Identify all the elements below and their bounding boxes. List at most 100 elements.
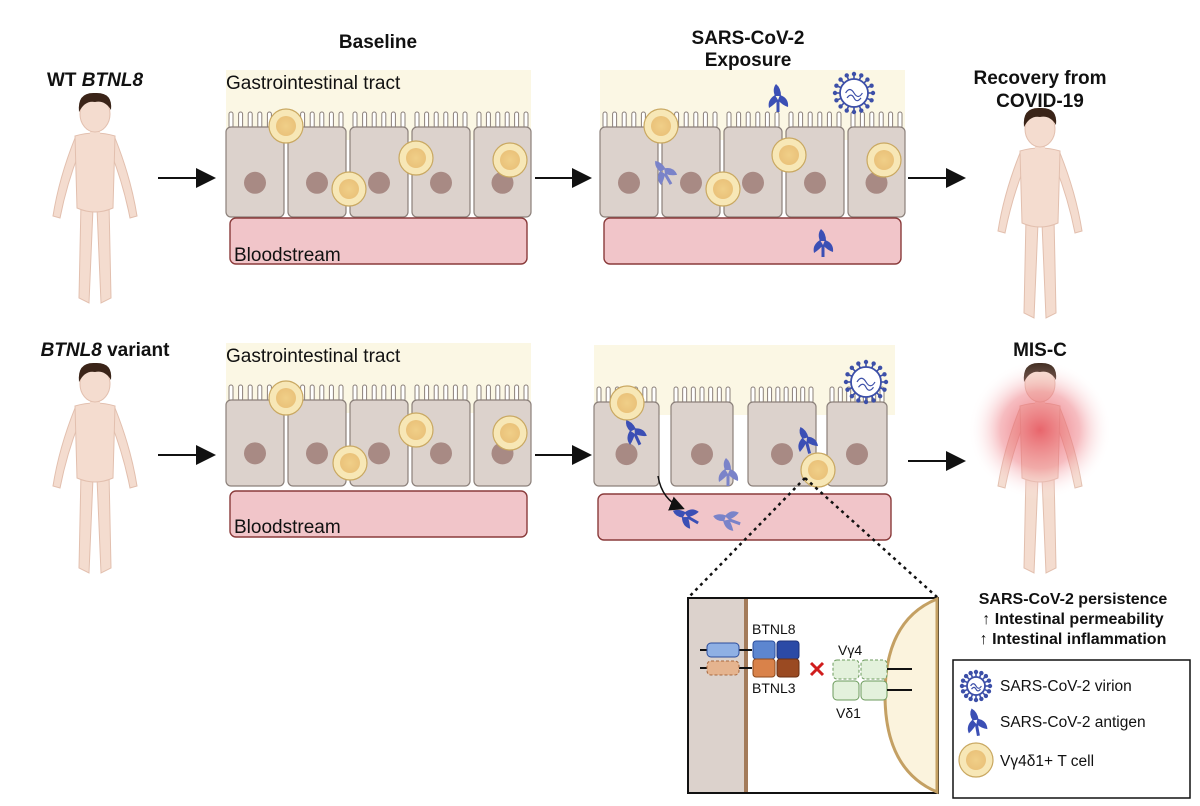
- cell-nucleus: [430, 442, 452, 465]
- cell-nucleus: [680, 171, 702, 194]
- epithelial-cell: [225, 384, 285, 487]
- sars-cov-2-antigen: [967, 708, 988, 737]
- microvillus: [424, 111, 430, 129]
- microvillus: [381, 384, 387, 402]
- child-hair: [1023, 107, 1057, 127]
- legend: SARS-CoV-2 virion SARS-CoV-2 antigen Vγ4…: [952, 659, 1191, 799]
- microvillus: [238, 111, 244, 129]
- column-title-recovery-line1: Recovery from: [973, 68, 1106, 89]
- sars-cov-2-antigen: [718, 458, 739, 486]
- microvillus: [708, 386, 714, 404]
- legend-antigen-label: SARS-CoV-2 antigen: [1000, 714, 1146, 731]
- microvillus: [228, 111, 234, 129]
- sars-cov-2-antigen: [655, 160, 678, 186]
- antigen-leak-arrow: [657, 475, 685, 511]
- vd1-domain-1: [832, 680, 860, 701]
- vg4d1-tcell: [268, 380, 304, 416]
- microvillus: [808, 386, 814, 404]
- vg4-domain-2: [860, 659, 888, 680]
- microvillus: [362, 384, 368, 402]
- legend-tcell-icon: [958, 742, 994, 778]
- cell-nucleus: [368, 442, 390, 465]
- binding-blocked-icon: [809, 661, 825, 677]
- btnl3-domain-1: [752, 658, 776, 678]
- microvillus: [514, 111, 520, 129]
- microvillus: [371, 384, 377, 402]
- microvillus: [257, 384, 263, 402]
- vg4d1-tcell: [643, 108, 679, 144]
- microvillus: [755, 111, 761, 129]
- inset-epithelial-cell: [689, 599, 744, 792]
- microvillus: [750, 386, 756, 404]
- cell-nucleus: [846, 443, 868, 466]
- microvillus: [523, 111, 529, 129]
- microvillus: [621, 111, 627, 129]
- vg4d1-tcell: [492, 142, 528, 178]
- vg4d1-tcell: [771, 137, 807, 173]
- microvillus: [352, 111, 358, 129]
- cell-nucleus: [618, 171, 640, 194]
- microvillus: [602, 111, 608, 129]
- microvillus: [596, 386, 602, 404]
- microvillus: [878, 111, 884, 129]
- btnl8-domain-membrane: [706, 642, 740, 658]
- cell-nucleus: [615, 443, 638, 466]
- microvillus: [817, 111, 823, 129]
- microvillus: [352, 384, 358, 402]
- child-hair: [78, 362, 112, 382]
- child-figures: [52, 92, 1083, 574]
- blood-vessel: [603, 217, 902, 265]
- microvillus: [433, 384, 439, 402]
- sars-cov-2-virion: [832, 71, 876, 115]
- microvillus: [702, 111, 708, 129]
- cell-nucleus: [742, 171, 764, 194]
- panel-wt-exposure: [599, 70, 906, 265]
- zoom-inset: BTNL8 BTNL3 Vγ4 Vδ1: [687, 477, 939, 795]
- vg4d1-tcell: [332, 445, 368, 481]
- vg4d1-tcell: [866, 142, 902, 178]
- microvillus: [783, 386, 789, 404]
- epithelial-cell: [826, 386, 888, 487]
- label-btnl3: BTNL3: [752, 680, 796, 696]
- label-vg4: Vγ4: [838, 642, 862, 658]
- microvillus: [807, 111, 813, 129]
- column-title-recovery-line2: COVID-19: [996, 91, 1084, 112]
- row-label-misc: MIS-C: [1013, 340, 1067, 361]
- sars-cov-2-antigen: [798, 426, 818, 454]
- microvillus: [767, 386, 773, 404]
- microvillus: [699, 386, 705, 404]
- microvillus: [381, 111, 387, 129]
- microvillus: [631, 111, 637, 129]
- microvillus: [829, 386, 835, 404]
- row-label-variant: BTNL8 variant: [41, 340, 170, 361]
- microvillus: [726, 111, 732, 129]
- microvillus: [414, 111, 420, 129]
- microvillus: [443, 111, 449, 129]
- panel-variant-baseline: [225, 343, 532, 538]
- sars-cov-2-virion: [843, 359, 889, 405]
- microvillus: [228, 384, 234, 402]
- microvillus: [758, 386, 764, 404]
- microvillus: [712, 111, 718, 129]
- microvillus: [238, 384, 244, 402]
- btnl8-domain-2: [776, 640, 800, 660]
- legend-antigen-icon: [967, 708, 988, 737]
- microvillus: [319, 384, 325, 402]
- microvillus: [338, 111, 344, 129]
- microvillus: [523, 384, 529, 402]
- btnl3-domain-2: [776, 658, 800, 678]
- microvillus: [837, 386, 843, 404]
- cell-nucleus: [306, 171, 328, 194]
- legend-frame: [952, 659, 1191, 799]
- panel-variant-exposure: [593, 345, 895, 541]
- microvillus: [800, 386, 806, 404]
- microvillus: [362, 111, 368, 129]
- microvillus: [736, 111, 742, 129]
- microvillus: [462, 111, 468, 129]
- vg4d1-tcell: [331, 171, 367, 207]
- epithelial-cell: [225, 111, 285, 218]
- blood-vessel: [229, 490, 528, 538]
- vg4d1-tcell: [705, 171, 741, 207]
- epithelial-cell: [593, 386, 660, 487]
